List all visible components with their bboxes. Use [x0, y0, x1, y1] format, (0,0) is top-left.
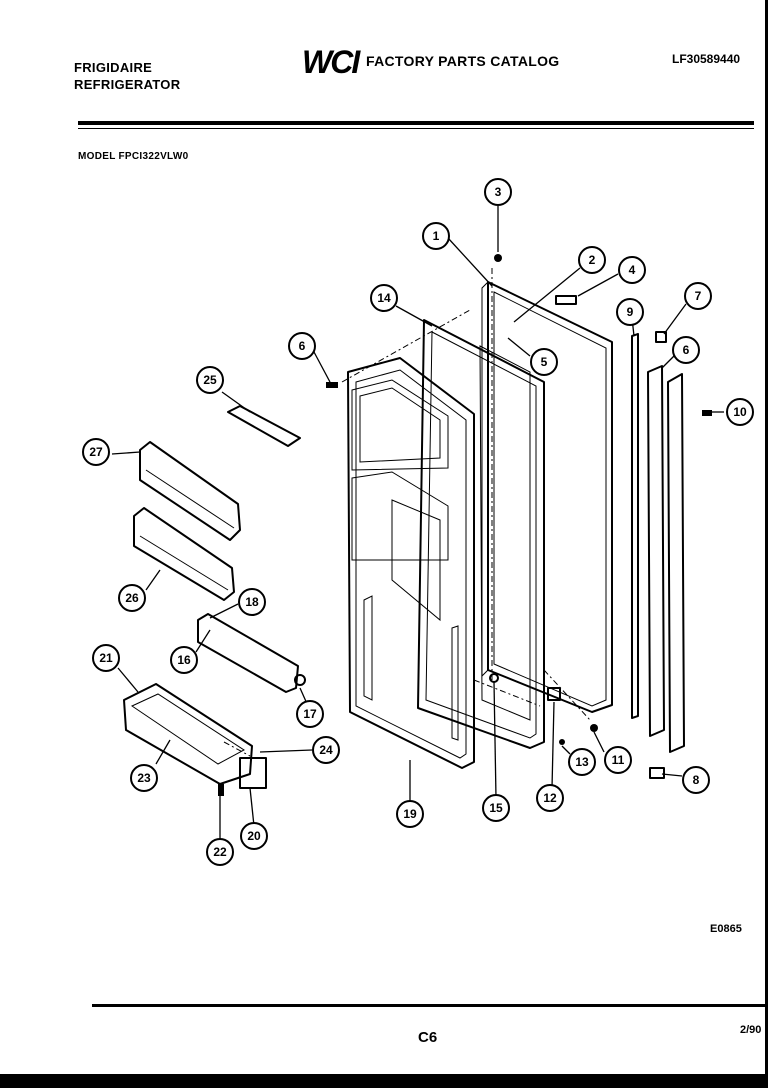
svg-text:19: 19 [403, 807, 417, 821]
callout-6-left: 6 [288, 332, 316, 360]
svg-text:21: 21 [99, 651, 113, 665]
door-gasket [417, 319, 545, 749]
svg-text:12: 12 [543, 791, 557, 805]
callout-23: 23 [130, 764, 158, 792]
callout-15: 15 [482, 794, 510, 822]
callout-27: 27 [82, 438, 110, 466]
callout-19: 19 [396, 800, 424, 828]
svg-text:18: 18 [245, 595, 259, 609]
callout-6-right: 6 [672, 336, 700, 364]
callout-11: 11 [604, 746, 632, 774]
callout-2: 2 [578, 246, 606, 274]
callout-20: 20 [240, 822, 268, 850]
callout-14: 14 [370, 284, 398, 312]
callout-3: 3 [484, 178, 512, 206]
door-liner [347, 357, 475, 769]
footer-rule [92, 1004, 768, 1007]
callout-7: 7 [684, 282, 712, 310]
callout-4: 4 [618, 256, 646, 284]
svg-text:9: 9 [627, 305, 634, 319]
callout-17: 17 [296, 700, 324, 728]
callout-22: 22 [206, 838, 234, 866]
callout-16: 16 [170, 646, 198, 674]
shelf-16 [197, 613, 299, 693]
hardware-screws [218, 254, 712, 796]
door-outer-panel [481, 281, 613, 713]
rack-25 [227, 405, 301, 447]
svg-text:10: 10 [733, 405, 747, 419]
callout-24: 24 [312, 736, 340, 764]
svg-text:25: 25 [203, 373, 217, 387]
callout-13: 13 [568, 748, 596, 776]
wci-logo: WCI [302, 44, 360, 80]
svg-text:24: 24 [319, 743, 333, 757]
callout-12: 12 [536, 784, 564, 812]
callout-8: 8 [682, 766, 710, 794]
exploded-parts-diagram: 1 2 3 4 5 6 6 7 8 9 10 11 12 13 14 15 16… [82, 178, 754, 866]
svg-text:6: 6 [299, 339, 306, 353]
model-label: MODEL FPCI322VLW0 [78, 151, 189, 162]
svg-text:20: 20 [247, 829, 261, 843]
drawing-code: E0865 [710, 923, 742, 935]
product-type: REFRIGERATOR [74, 77, 181, 92]
catalog-part-number: LF30589440 [672, 52, 741, 66]
svg-text:27: 27 [89, 445, 103, 459]
svg-text:5: 5 [541, 355, 548, 369]
svg-text:17: 17 [303, 707, 317, 721]
svg-text:3: 3 [495, 185, 502, 199]
callout-25: 25 [196, 366, 224, 394]
callout-9: 9 [616, 298, 644, 326]
svg-text:23: 23 [137, 771, 151, 785]
scan-border-right [765, 0, 768, 1088]
svg-text:16: 16 [177, 653, 191, 667]
svg-text:14: 14 [377, 291, 391, 305]
callout-26: 26 [118, 584, 146, 612]
svg-text:4: 4 [629, 263, 636, 277]
svg-text:2: 2 [589, 253, 596, 267]
brand-name: FRIGIDAIRE [74, 60, 153, 75]
header-rule-thin [78, 128, 754, 129]
svg-text:22: 22 [213, 845, 227, 859]
header-rule [78, 121, 754, 125]
svg-text:7: 7 [695, 289, 702, 303]
catalog-title: FACTORY PARTS CATALOG [366, 53, 560, 69]
callout-21: 21 [92, 644, 120, 672]
callout-18: 18 [238, 588, 266, 616]
callout-5: 5 [530, 348, 558, 376]
svg-text:1: 1 [433, 229, 440, 243]
callout-1: 1 [422, 222, 450, 250]
svg-text:8: 8 [693, 773, 700, 787]
callout-10: 10 [726, 398, 754, 426]
alignment-lines [223, 268, 591, 757]
scan-border-bottom [0, 1074, 768, 1088]
door-shelf-26 [133, 507, 235, 601]
page-number: C6 [418, 1029, 438, 1046]
door-bin-23 [123, 683, 253, 785]
catalog-date: 2/90 [740, 1024, 762, 1036]
leader-lines [111, 206, 724, 840]
door-shelf-27 [139, 441, 241, 541]
svg-text:13: 13 [575, 755, 589, 769]
svg-text:26: 26 [125, 591, 139, 605]
svg-text:11: 11 [612, 753, 625, 767]
svg-text:6: 6 [683, 343, 690, 357]
door-trim-strips [631, 333, 685, 753]
svg-text:15: 15 [489, 801, 503, 815]
